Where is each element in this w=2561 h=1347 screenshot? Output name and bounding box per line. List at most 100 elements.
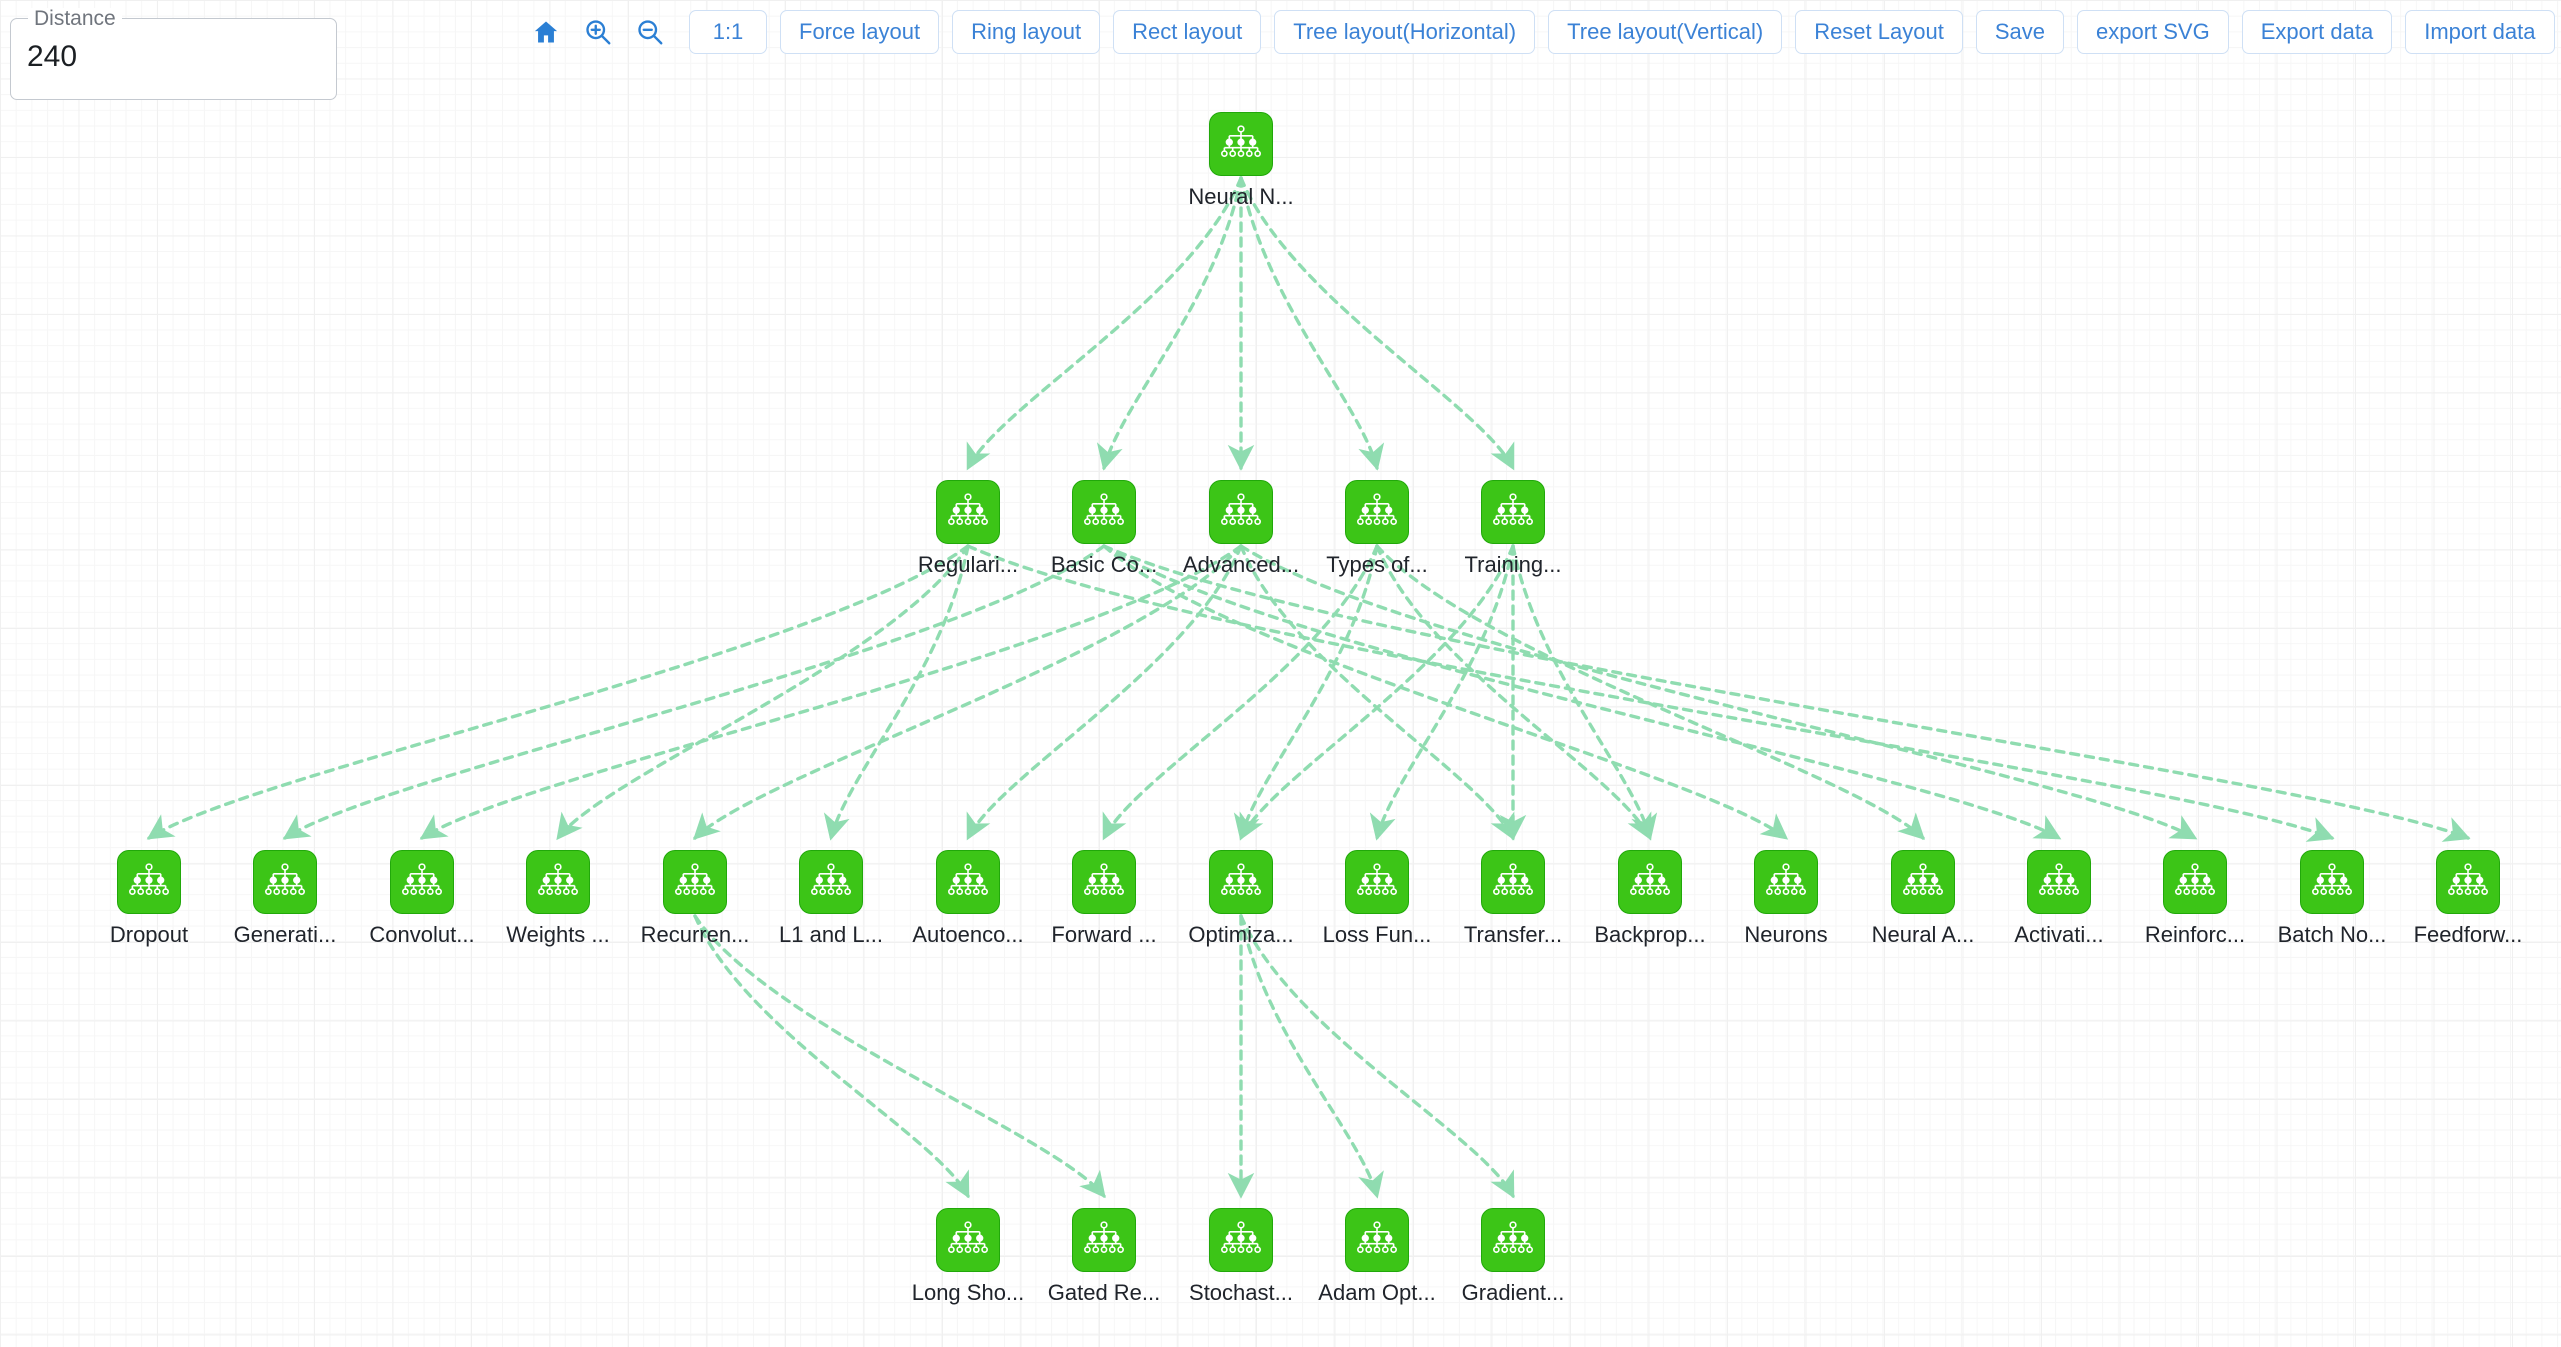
graph-node-optimization[interactable]: Optimiza... [1188,850,1294,947]
node-icon-box[interactable] [1345,480,1409,544]
graph-node-l1l2[interactable]: L1 and L... [779,850,883,947]
node-icon-box[interactable] [253,850,317,914]
graph-edge [1239,176,1515,471]
node-label: Feedforw... [2413,922,2523,947]
node-icon-box[interactable] [1481,1208,1545,1272]
rect-layout-button[interactable]: Rect layout [1113,10,1262,54]
hierarchy-icon [1357,492,1397,532]
graph-node-lstm[interactable]: Long Sho... [912,1208,1024,1305]
zoom-ratio-button[interactable]: 1:1 [689,10,767,54]
graph-node-root[interactable]: Neural N... [1188,112,1294,209]
hierarchy-icon [265,862,305,902]
graph-node-types[interactable]: Types of... [1326,480,1428,577]
node-icon-box[interactable] [2300,850,2364,914]
zoom-in-icon [583,17,613,47]
distance-input[interactable] [27,40,317,74]
node-icon-box[interactable] [2027,850,2091,914]
node-icon-box[interactable] [1072,850,1136,914]
tree-layout-horizontal-button[interactable]: Tree layout(Horizontal) [1274,10,1536,54]
node-icon-box[interactable] [936,850,1000,914]
graph-node-autoencoder[interactable]: Autoenco... [912,850,1024,947]
graph-edge [1369,544,1515,841]
tree-layout-vertical-button[interactable]: Tree layout(Vertical) [1548,10,1783,54]
node-label: Recurren... [640,922,750,947]
node-icon-box[interactable] [1618,850,1682,914]
graph-node-neurons[interactable]: Neurons [1744,850,1828,947]
node-label: Neural A... [1871,922,1975,947]
graph-node-feedforward[interactable]: Feedforw... [2414,850,2522,947]
graph-node-neuralarch[interactable]: Neural A... [1872,850,1974,947]
home-icon [531,18,561,46]
node-icon-box[interactable] [117,850,181,914]
force-layout-button[interactable]: Force layout [780,10,940,54]
node-icon-box[interactable] [1209,112,1273,176]
reset-layout-button[interactable]: Reset Layout [1795,10,1963,54]
graph-node-dropout[interactable]: Dropout [110,850,188,947]
graph-edge [823,544,970,841]
node-icon-box[interactable] [1345,1208,1409,1272]
ring-layout-button[interactable]: Ring layout [952,10,1101,54]
zoom-in-button[interactable] [572,10,624,54]
node-label: Generati... [233,922,337,947]
distance-field[interactable]: Distance [10,8,337,100]
import-data-button[interactable]: Import data [2405,10,2555,54]
home-icon-button[interactable] [520,10,572,54]
graph-node-weights[interactable]: Weights ... [506,850,610,947]
node-icon-box[interactable] [2163,850,2227,914]
graph-node-basic[interactable]: Basic Co... [1051,480,1157,577]
node-icon-box[interactable] [1754,850,1818,914]
node-icon-box[interactable] [1209,850,1273,914]
graph-node-adam[interactable]: Adam Opt... [1318,1208,1436,1305]
node-label: Neurons [1744,922,1828,947]
graph-node-recurrent[interactable]: Recurren... [641,850,749,947]
graph-node-activation[interactable]: Activati... [2014,850,2104,947]
node-icon-box[interactable] [1345,850,1409,914]
graph-edge [1239,176,1385,471]
graph-node-forward[interactable]: Forward ... [1051,850,1157,947]
node-icon-box[interactable] [1481,850,1545,914]
graph-node-convolution[interactable]: Convolut... [369,850,475,947]
hierarchy-icon [2448,862,2488,902]
node-icon-box[interactable] [1072,1208,1136,1272]
hierarchy-icon [1084,492,1124,532]
node-label: Training... [1464,552,1562,577]
graph-edge [146,544,970,840]
save-button[interactable]: Save [1975,10,2064,54]
node-icon-box[interactable] [1209,1208,1273,1272]
node-icon-box[interactable] [1209,480,1273,544]
node-icon-box[interactable] [2436,850,2500,914]
zoom-out-icon [635,17,665,47]
graph-node-gru[interactable]: Gated Re... [1048,1208,1160,1305]
node-icon-box[interactable] [526,850,590,914]
node-label: Convolut... [369,922,475,947]
graph-node-batchnorm[interactable]: Batch No... [2278,850,2386,947]
node-label: Gradient... [1461,1280,1565,1305]
graph-node-gradient[interactable]: Gradient... [1462,1208,1564,1305]
node-icon-box[interactable] [390,850,454,914]
node-icon-box[interactable] [663,850,727,914]
node-label: Advanced... [1182,552,1300,577]
node-icon-box[interactable] [936,1208,1000,1272]
node-icon-box[interactable] [1072,480,1136,544]
graph-node-transfer[interactable]: Transfer... [1464,850,1562,947]
node-icon-box[interactable] [1891,850,1955,914]
hierarchy-icon [1221,124,1261,164]
export-data-button[interactable]: Export data [2241,10,2393,54]
graph-node-regular[interactable]: Regulari... [918,480,1018,577]
hierarchy-icon [1766,862,1806,902]
toolbar: 1:1 Force layout Ring layout Rect layout… [520,10,2561,54]
node-icon-box[interactable] [1481,480,1545,544]
graph-node-loss[interactable]: Loss Fun... [1323,850,1431,947]
graph-node-sgd[interactable]: Stochast... [1189,1208,1293,1305]
hierarchy-icon [948,492,988,532]
graph-node-generative[interactable]: Generati... [234,850,336,947]
graph-node-training[interactable]: Training... [1464,480,1562,577]
graph-node-backprop[interactable]: Backprop... [1594,850,1706,947]
graph-node-reinforce[interactable]: Reinforc... [2145,850,2245,947]
node-icon-box[interactable] [799,850,863,914]
export-svg-button[interactable]: export SVG [2076,10,2229,54]
graph-node-advanced[interactable]: Advanced... [1183,480,1299,577]
node-icon-box[interactable] [936,480,1000,544]
zoom-out-button[interactable] [624,10,676,54]
